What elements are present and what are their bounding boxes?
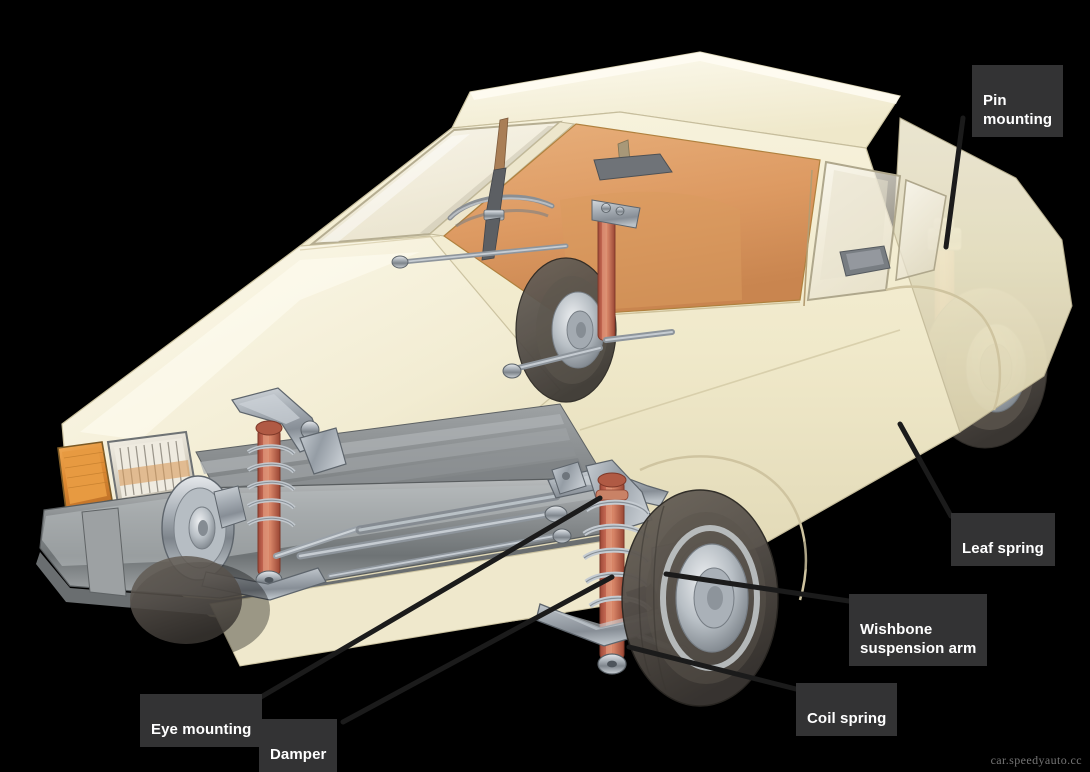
headlamp [106, 430, 198, 506]
front-wheel-right [621, 489, 779, 707]
wing-mirror [839, 245, 891, 277]
front-wheel-left [391, 199, 675, 403]
callout-pin-mounting-text: Pin mounting [983, 92, 1053, 128]
front-left-damper [246, 420, 296, 590]
steering-linkage [296, 491, 572, 579]
callout-wishbone-suspension-arm-text: Wishbone suspension arm [860, 621, 977, 657]
leader-lines [258, 115, 966, 725]
leader-coil-spring [626, 644, 799, 692]
leader-wishbone [663, 571, 852, 604]
leader-eye-mounting [258, 495, 603, 700]
callout-eye-mounting[interactable]: Eye mounting [140, 694, 263, 747]
callout-pin-mounting[interactable]: Pin mounting [972, 65, 1064, 137]
indicator-lamp [57, 441, 113, 511]
leader-leaf-spring [897, 421, 954, 519]
callout-eye-mounting-text: Eye mounting [151, 721, 252, 738]
rear-view-mirror [593, 139, 673, 181]
callout-wishbone-suspension-arm[interactable]: Wishbone suspension arm [849, 594, 988, 666]
callout-damper[interactable]: Damper [259, 719, 338, 772]
watermark: car.speedyauto.cc [990, 753, 1082, 767]
leader-damper [340, 574, 615, 725]
callout-coil-spring-text: Coil spring [807, 710, 887, 727]
front-left-suspension [161, 387, 363, 601]
seat-belt [481, 117, 509, 261]
callout-coil-spring[interactable]: Coil spring [796, 683, 898, 736]
callout-leaf-spring-text: Leaf spring [962, 540, 1044, 557]
leader-pin-mounting [943, 115, 966, 250]
front-left-brake [161, 475, 247, 581]
callout-leaf-spring[interactable]: Leaf spring [951, 513, 1055, 566]
callout-damper-text: Damper [270, 746, 327, 763]
